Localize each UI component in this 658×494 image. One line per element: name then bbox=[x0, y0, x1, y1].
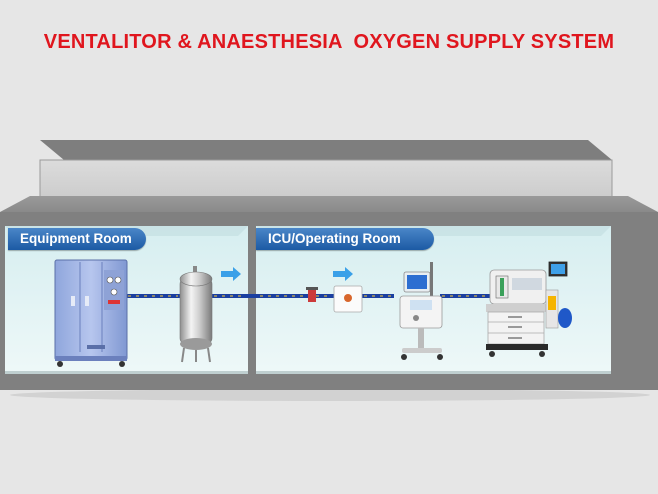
ventilator-icon bbox=[399, 262, 443, 360]
flow-arrow-icon bbox=[333, 267, 353, 281]
flow-arrow-icon bbox=[221, 267, 241, 281]
room-label-equipment: Equipment Room bbox=[8, 228, 146, 250]
oxygen-pipeline bbox=[126, 294, 492, 298]
valve-icon bbox=[306, 287, 318, 302]
oxygen-generator-icon bbox=[54, 259, 128, 367]
room-label-icu: ICU/Operating Room bbox=[256, 228, 434, 250]
gas-terminal-box-icon bbox=[333, 285, 363, 313]
anaesthesia-machine-icon bbox=[486, 261, 572, 357]
gas-storage-tank-icon bbox=[179, 266, 213, 363]
system-title: VENTALITOR & ANAESTHESIA OXYGEN SUPPLY S… bbox=[43, 31, 615, 53]
